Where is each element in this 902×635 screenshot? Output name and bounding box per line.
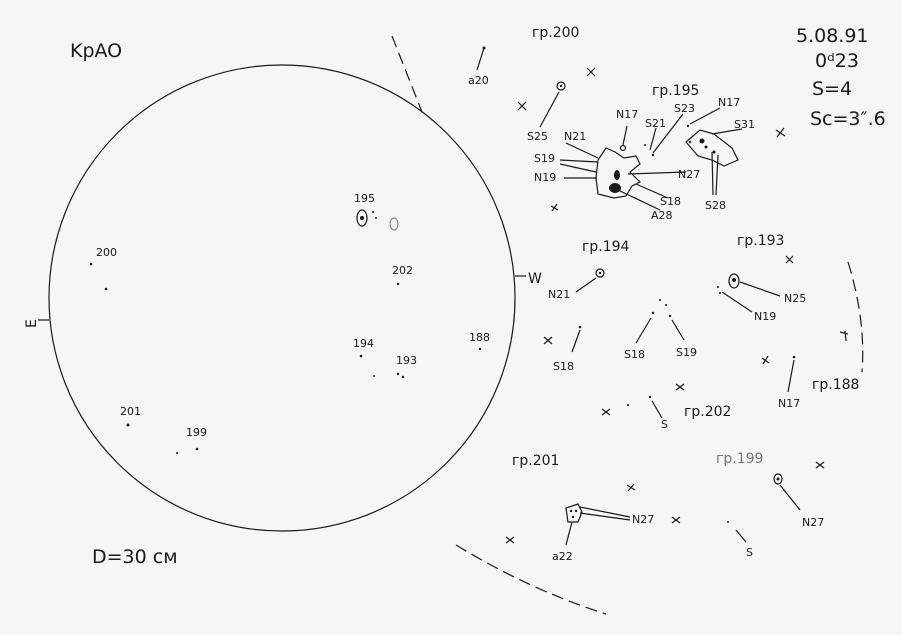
label-194-s18a: S18 (553, 360, 574, 373)
label-194-s18b: S18 (624, 348, 645, 361)
group-202-title: гр.202 (684, 404, 731, 420)
label-n17: N17 (616, 108, 638, 121)
observatory-label: KpAO (70, 40, 122, 62)
disk-label-193: 193 (396, 354, 417, 367)
group-193-title: гр.193 (737, 233, 784, 249)
label-194-n21: N21 (548, 288, 570, 301)
label-194-s19: S19 (676, 346, 697, 359)
label-199-n27: N27 (802, 516, 824, 529)
label-193-n25: N25 (784, 292, 806, 305)
disk-label-194: 194 (353, 337, 374, 350)
label-n17b: N17 (718, 96, 740, 109)
limb-arc-top (391, 35, 423, 113)
label-a20: a20 (468, 74, 489, 87)
disk-label-195: 195 (354, 192, 375, 205)
group-199-title: гр.199 (716, 451, 763, 467)
solar-disk (48, 64, 516, 532)
disk-label-200: 200 (96, 246, 117, 259)
label-s25: S25 (527, 130, 548, 143)
label-n27: N27 (678, 168, 700, 181)
group-195-spots (559, 107, 743, 211)
label-s19: S19 (534, 152, 555, 165)
disk-label-188: 188 (469, 331, 490, 344)
label-s28: S28 (705, 199, 726, 212)
seeing-label: S=4 (812, 78, 852, 100)
west-label: W (528, 271, 542, 287)
group-194-title: гр.194 (582, 239, 630, 255)
label-201-a22: a22 (552, 550, 573, 563)
label-199-s: S (746, 546, 753, 559)
disk-label-201: 201 (120, 405, 141, 418)
label-a28: A28 (651, 209, 673, 222)
diameter-label: D=30 см (92, 546, 178, 568)
limb-arc-right (847, 261, 864, 373)
label-n19: N19 (534, 171, 556, 184)
group-201-title: гр.201 (512, 453, 559, 469)
scale-label: Sc=3″.6 (810, 108, 886, 130)
group-188-title: гр.188 (812, 377, 859, 393)
date-label: 5.08.91 (796, 25, 869, 47)
label-201-n27: N27 (632, 513, 654, 526)
east-label: E (24, 319, 40, 328)
disk-label-199: 199 (186, 426, 207, 439)
disk-label-202: 202 (392, 264, 413, 277)
label-s31: S31 (734, 118, 755, 131)
label-n21: N21 (564, 130, 586, 143)
disk-spots (89, 209, 482, 454)
label-s23: S23 (674, 102, 695, 115)
group-200-title: гр.200 (532, 25, 579, 41)
label-s21: S21 (645, 117, 666, 130)
time-label: 0ᵈ23 (815, 50, 859, 72)
label-188-n17: N17 (778, 397, 800, 410)
label-193-n19: N19 (754, 310, 776, 323)
group-195-title: гр.195 (652, 83, 699, 99)
label-202-s: S (661, 418, 668, 431)
limb-arc-bottom (455, 544, 607, 615)
label-s18: S18 (660, 195, 681, 208)
reference-crosses (505, 67, 849, 544)
